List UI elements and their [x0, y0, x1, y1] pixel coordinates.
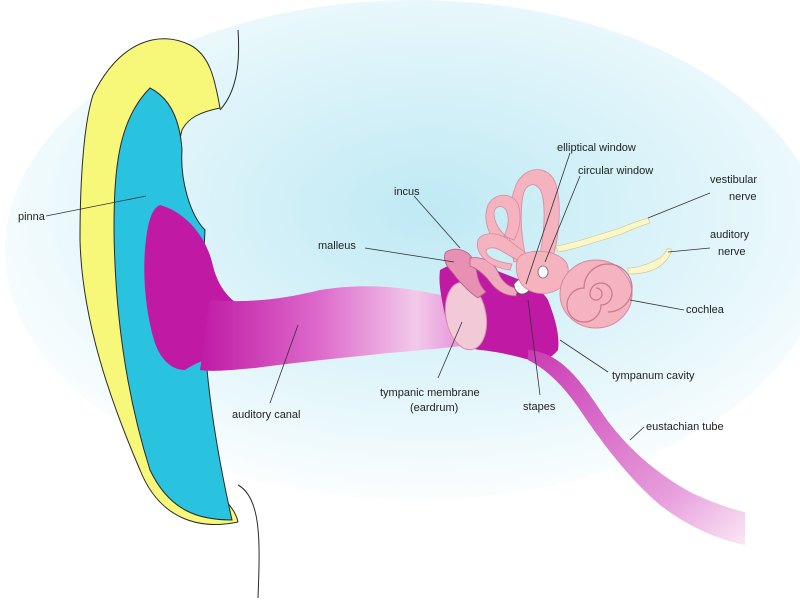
circular-window-leader: [544, 175, 581, 263]
pinna-leader: [45, 195, 147, 217]
label-vestibular-nerve-line2: nerve: [729, 191, 757, 203]
eustachian-tube-leader: [629, 426, 645, 441]
label-cochlea: cochlea: [686, 304, 725, 316]
vestibular-nerve-leader: [647, 192, 711, 219]
elliptical-window-leader: [525, 152, 571, 285]
label-stapes: stapes: [523, 401, 556, 413]
malleus-leader: [364, 247, 455, 263]
auditory-nerve-leader: [667, 247, 711, 253]
label-vestibular-nerve-line1: vestibular: [710, 174, 757, 186]
eustachian-tube-shape: [528, 350, 745, 545]
label-tympanic-membrane-line1: tympanic membrane: [380, 387, 480, 399]
malleus-shape: [444, 248, 487, 299]
auditory-canal-shape: [200, 286, 470, 371]
skin-outline-top: [219, 29, 240, 111]
label-tympanic-membrane-line2: (eardrum): [410, 402, 458, 414]
semicircular-canal-bottom: [477, 233, 531, 271]
circular-window-shape: [537, 265, 549, 279]
auditory-nerve-shape: [627, 247, 673, 275]
cochlea-shape: [559, 259, 633, 329]
vestibular-nerve-shape: [555, 217, 651, 253]
auditory-canal-leader: [269, 324, 299, 404]
label-malleus: malleus: [318, 240, 356, 252]
incus-leader: [413, 195, 461, 249]
label-circular-window: circular window: [578, 165, 653, 177]
tympanic-membrane-leader: [437, 321, 463, 379]
label-incus: incus: [394, 186, 420, 198]
stapes-leader: [527, 299, 541, 396]
semicircular-canal-large: [508, 169, 560, 263]
cochlea-leader: [629, 299, 685, 311]
label-auditory-canal: auditory canal: [232, 409, 301, 421]
label-eustachian-tube: eustachian tube: [646, 421, 724, 433]
skin-outline-bottom: [237, 484, 260, 599]
tympanum-cavity-leader: [559, 339, 609, 373]
label-elliptical-window: elliptical window: [557, 142, 636, 154]
label-auditory-nerve-line2: nerve: [718, 246, 746, 258]
label-pinna: pinna: [18, 211, 46, 223]
label-auditory-nerve-line1: auditory: [710, 229, 750, 241]
label-tympanum-cavity: tympanum cavity: [612, 370, 695, 382]
